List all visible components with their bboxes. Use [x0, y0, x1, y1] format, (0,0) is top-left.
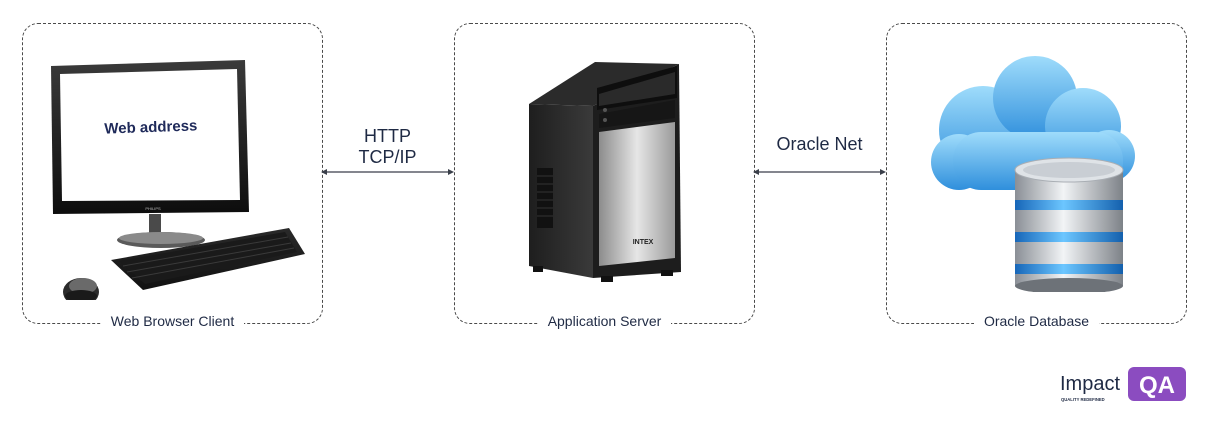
- connection-line-http: HTTP: [364, 126, 411, 146]
- web-browser-client-label: Web Browser Client: [100, 313, 245, 329]
- connection-line-oracle-net: Oracle Net: [776, 134, 863, 154]
- screen-text: Web address: [104, 117, 198, 137]
- case-brand: INTEX: [633, 239, 654, 246]
- oracle-net-connection-arrow: [753, 169, 886, 175]
- cloud-database-icon: [931, 56, 1135, 292]
- logo-mark: QA: [1139, 372, 1175, 399]
- oracle-database-label: Oracle Database: [973, 313, 1100, 329]
- desktop-computer-icon: Web address PHILIPS: [51, 60, 305, 300]
- connection-line-tcpip: TCP/IP: [358, 147, 417, 167]
- monitor-brand: PHILIPS: [145, 206, 161, 211]
- http-connection-arrow: [321, 169, 454, 175]
- logo-tagline: QUALITY REDEFINED: [1061, 397, 1105, 402]
- oracle-net-connection-label: Oracle Net: [753, 134, 886, 155]
- application-server-panel: INTEX Application Server: [454, 23, 755, 329]
- server-tower-icon: INTEX: [529, 62, 681, 282]
- web-browser-client-panel: Web address PHILIPS Web Browser Client: [22, 23, 323, 329]
- application-server-label: Application Server: [537, 313, 672, 329]
- logo-mark-icon: Impact QUALITY REDEFINED QA: [1060, 367, 1186, 402]
- oracle-database-panel: Oracle Database: [886, 23, 1187, 329]
- impactqa-logo: Impact QUALITY REDEFINED QA: [1060, 366, 1188, 404]
- http-connection-label: HTTP TCP/IP: [321, 126, 454, 168]
- logo-word: Impact: [1060, 373, 1120, 395]
